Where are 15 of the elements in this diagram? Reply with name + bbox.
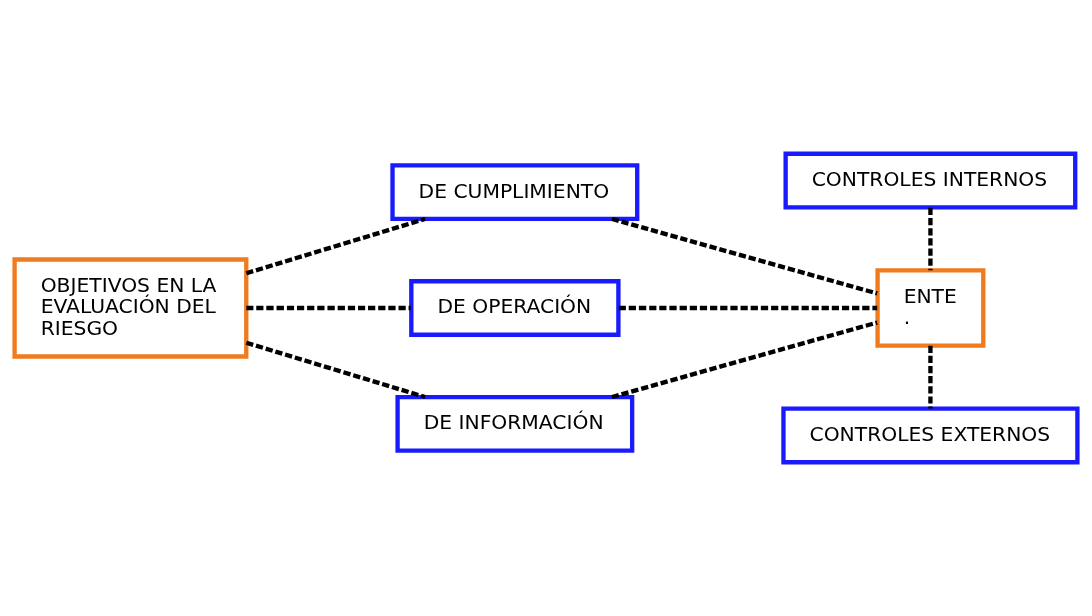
connector [245,216,426,276]
node-box: CONTROLES EXTERNOS [781,406,1080,465]
connector [611,216,878,296]
connector [928,207,933,271]
node-box: OBJETIVOS EN LA EVALUACIÓN DEL RIESGO [12,257,249,359]
connector [611,320,878,400]
connector [245,340,426,400]
connector [246,305,411,311]
node-box: DE CUMPLIMIENTO [390,163,640,222]
node-box: DE INFORMACIÓN [395,394,635,453]
node-box: ENTE . [875,268,986,348]
connector [618,305,878,311]
connector [928,345,933,409]
node-box: CONTROLES INTERNOS [783,151,1078,210]
node-box: DE OPERACIÓN [409,279,621,337]
